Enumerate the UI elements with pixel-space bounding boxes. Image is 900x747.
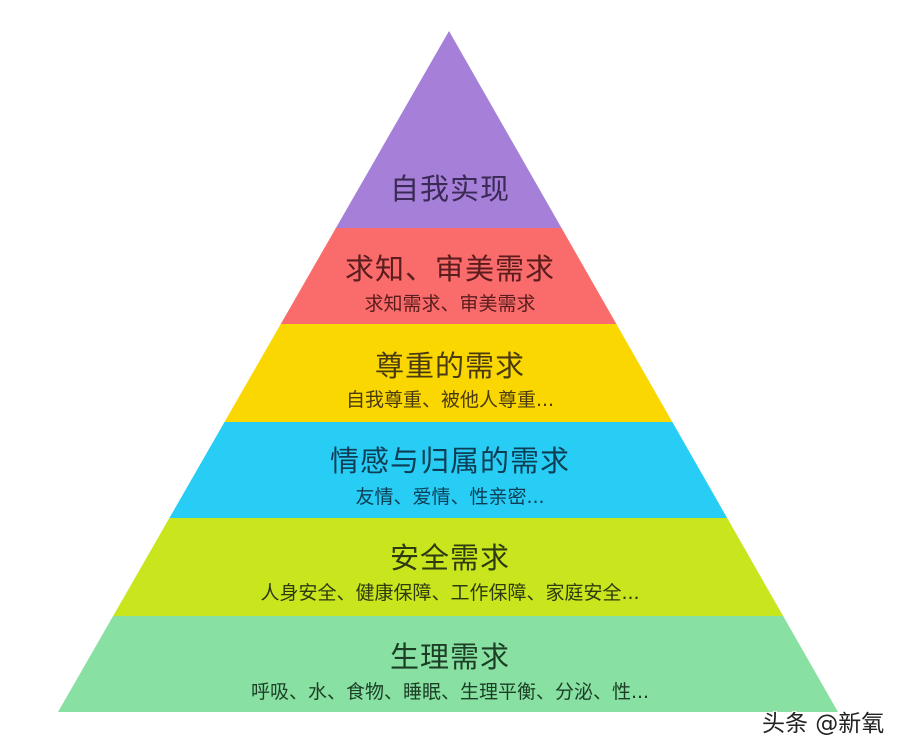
- layer-1-subtitle: 求知需求、审美需求: [364, 293, 536, 315]
- layer-4-subtitle: 人身安全、健康保障、工作保障、家庭安全...: [260, 582, 640, 604]
- layer-0-title: 自我实现: [389, 172, 510, 206]
- layer-5-title: 生理需求: [389, 640, 510, 674]
- layer-3-title: 情感与归属的需求: [329, 444, 570, 478]
- layer-2-title: 尊重的需求: [374, 349, 525, 383]
- layer-2-subtitle: 自我尊重、被他人尊重...: [345, 389, 555, 411]
- layer-physiological: [58, 616, 838, 712]
- layer-3-subtitle: 友情、爱情、性亲密...: [355, 486, 545, 508]
- layer-1-title: 求知、审美需求: [344, 252, 555, 286]
- layer-5-subtitle: 呼吸、水、食物、睡眠、生理平衡、分泌、性...: [250, 681, 650, 703]
- layer-safety: [58, 518, 838, 617]
- watermark: 头条 @新氧: [762, 711, 885, 737]
- layer-4-title: 安全需求: [389, 541, 510, 575]
